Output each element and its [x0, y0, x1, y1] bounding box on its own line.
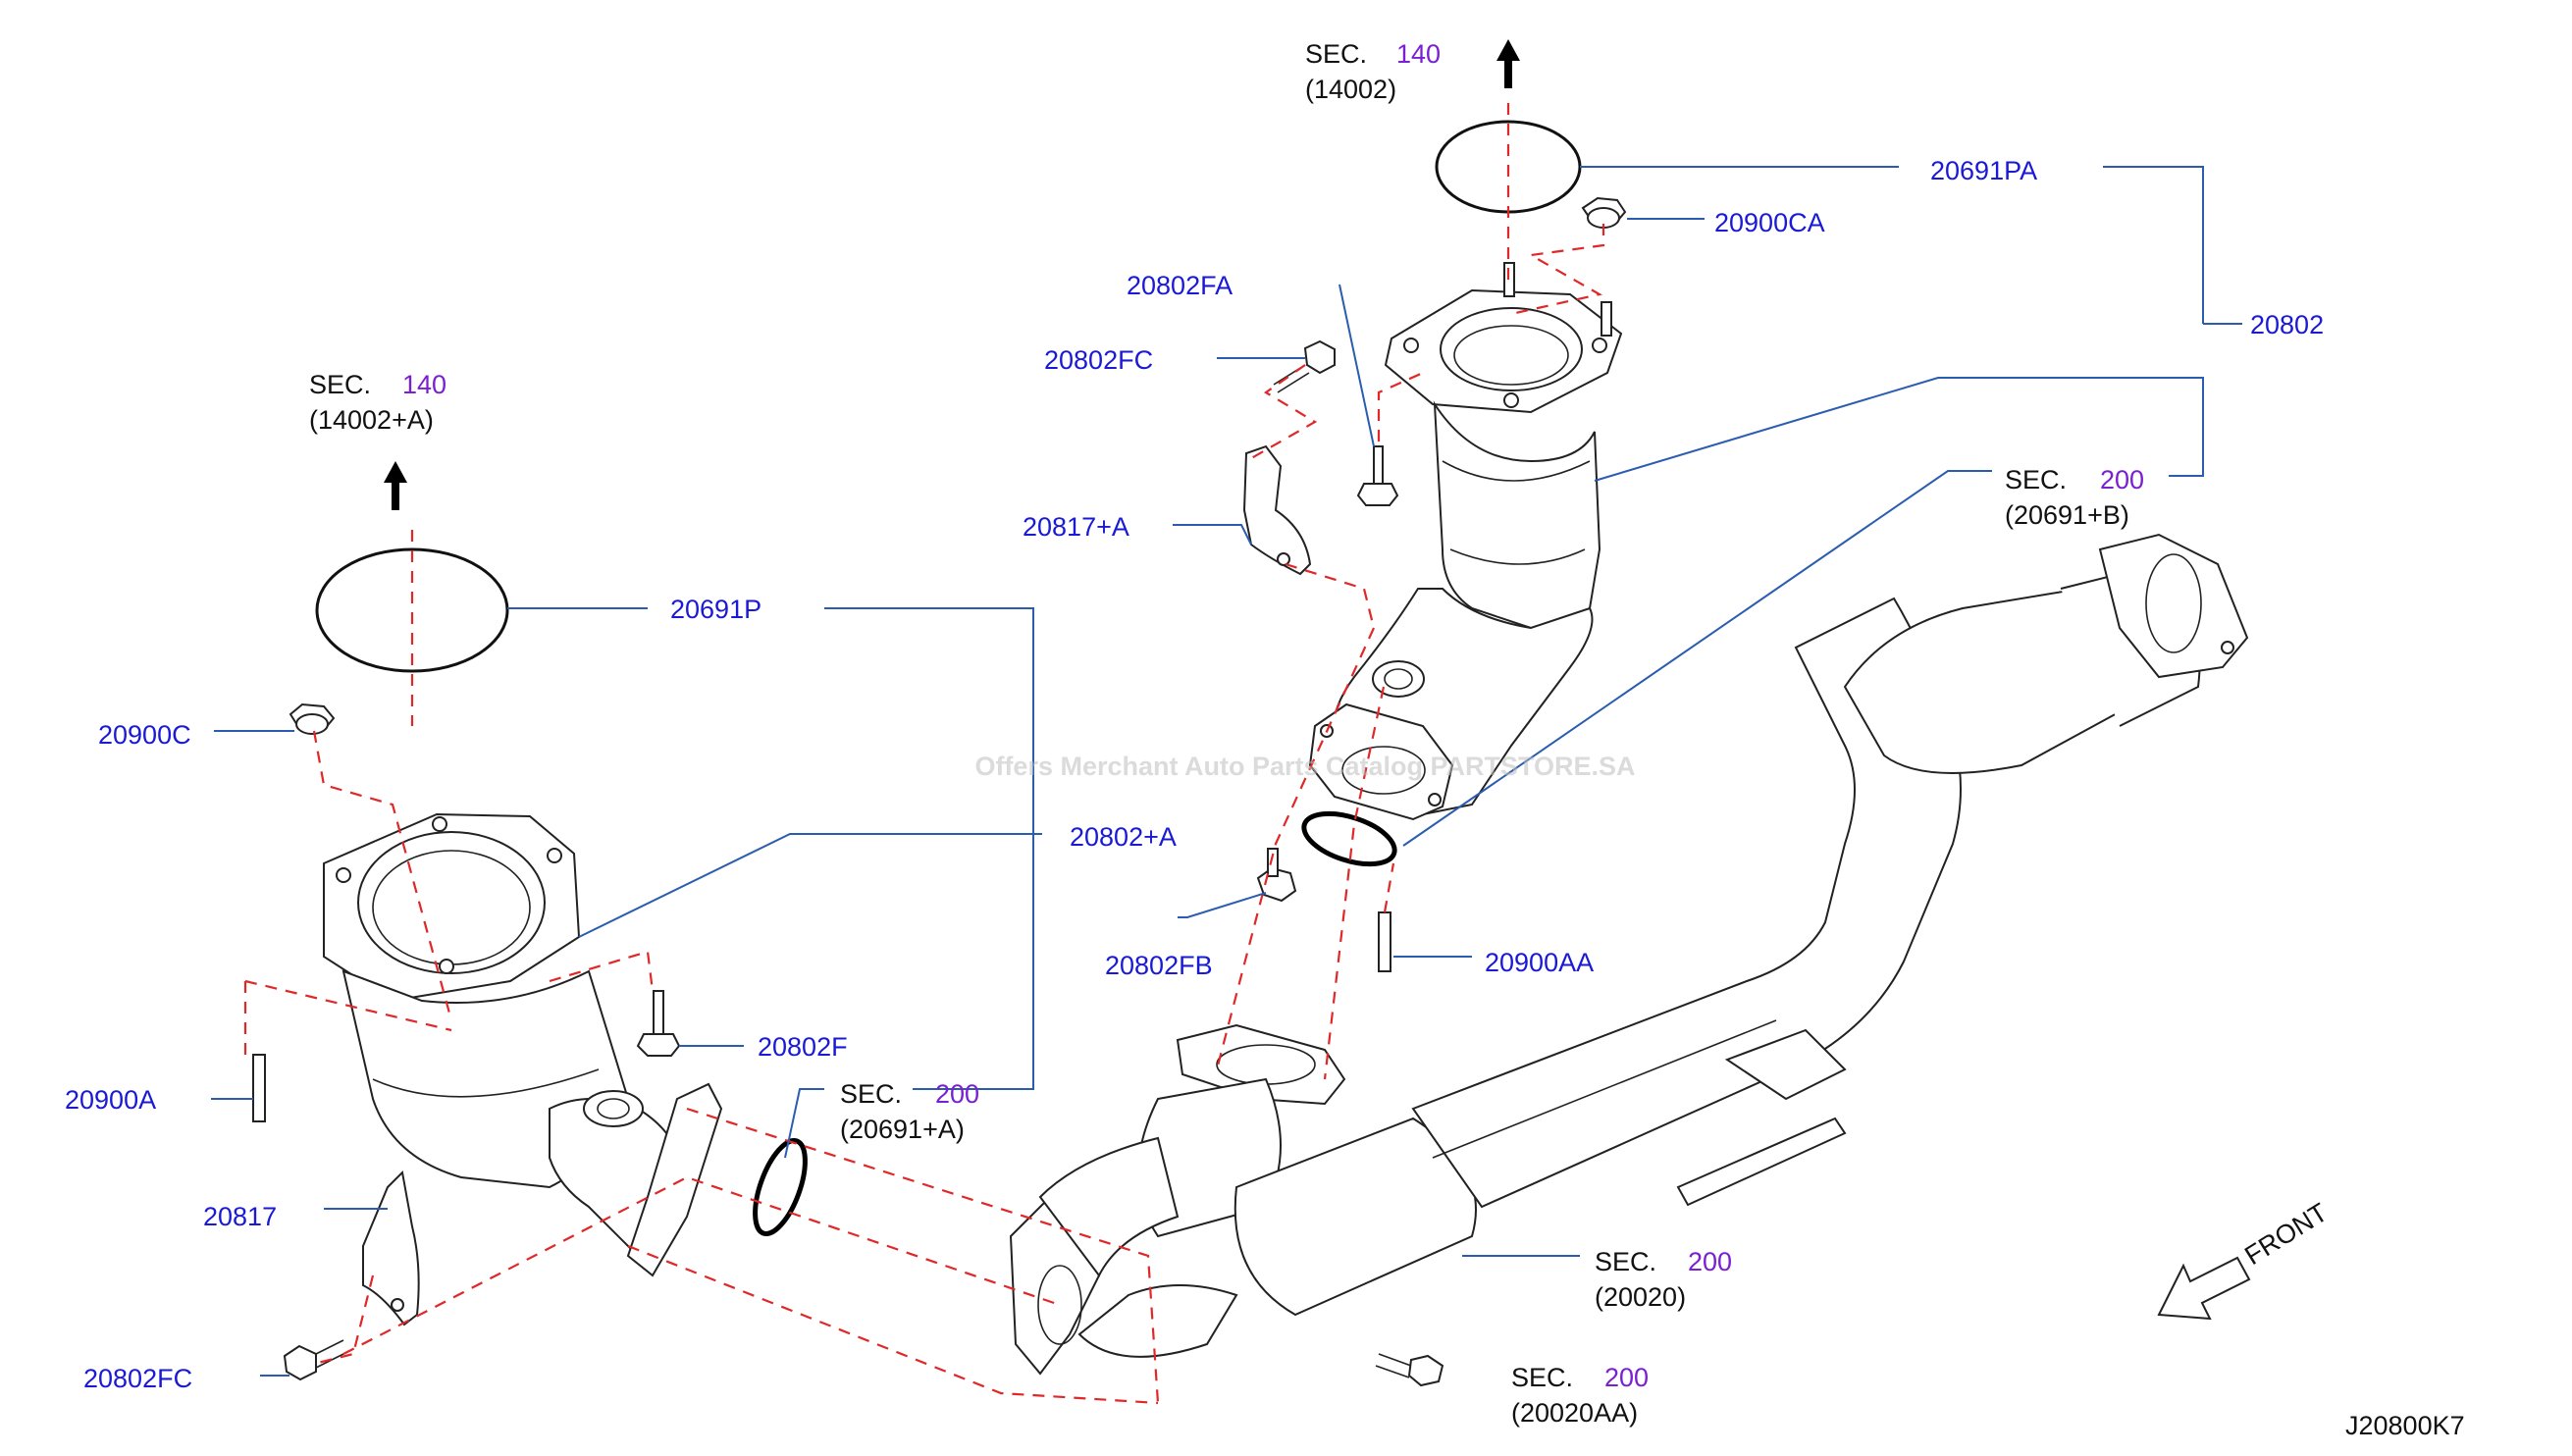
part-20900ca: 20900CA — [1714, 208, 1825, 237]
sec-number: 140 — [402, 370, 446, 399]
part-20802fc-bottom: 20802FC — [83, 1364, 192, 1393]
bracket-20817 — [362, 1170, 420, 1326]
sec-label: SEC. — [309, 370, 371, 399]
sec-label: SEC. — [1511, 1363, 1573, 1392]
left-catalyst-assembly — [252, 547, 808, 1381]
front-arrow-icon — [2157, 1256, 2251, 1321]
left-outlet-flange — [626, 1082, 723, 1277]
center-lines — [243, 103, 1605, 1405]
sec-number: 200 — [935, 1079, 979, 1109]
sec-ref: (20020) — [1595, 1282, 1686, 1312]
sec-number: 140 — [1396, 39, 1441, 69]
sec-ref: (14002+A) — [309, 405, 434, 435]
part-20817: 20817 — [203, 1202, 277, 1231]
sec-ref: (20020AA) — [1511, 1398, 1638, 1428]
bolt-20802fc-bottom — [283, 1339, 344, 1381]
sec-label: SEC. — [2005, 465, 2067, 494]
part-20900aa: 20900AA — [1485, 948, 1594, 977]
oring-20691a — [753, 1138, 808, 1236]
part-20802: 20802 — [2250, 310, 2324, 339]
bolt-20802f — [636, 990, 681, 1057]
oring-20691b — [1301, 810, 1397, 867]
stud-20900aa — [1378, 911, 1391, 972]
watermark-text: Offers Merchant Auto Parts Catalog PARTS… — [974, 752, 1635, 781]
diagram-code: J20800K7 — [2345, 1411, 2465, 1440]
sec-ref: (20691+A) — [840, 1115, 965, 1144]
nut-20900ca — [1581, 196, 1627, 229]
stud-20900a — [252, 1054, 266, 1122]
hanger-bracket — [1724, 1028, 1847, 1101]
front-exhaust-pipe — [1009, 533, 2249, 1387]
part-20802fb: 20802FB — [1105, 951, 1213, 980]
part-20817a: 20817+A — [1023, 512, 1129, 542]
sec-ref: (14002) — [1305, 75, 1396, 104]
upper-catalyst-body — [1433, 400, 1601, 632]
part-20900c: 20900C — [98, 720, 191, 750]
up-arrow-left — [384, 461, 407, 510]
part-20900a: 20900A — [65, 1085, 156, 1115]
upper-catalyst-assembly — [1242, 120, 1627, 972]
part-20691pa: 20691PA — [1930, 156, 2037, 185]
upper-outlet-flange — [1308, 702, 1454, 821]
gasket-ring-20691p — [315, 547, 509, 673]
sec-number: 200 — [1688, 1247, 1732, 1276]
nut-20900c — [289, 702, 336, 735]
bolt-20020aa — [1375, 1353, 1444, 1387]
rear-flange — [2098, 533, 2249, 679]
pipe-flange-upper — [1176, 1023, 1346, 1106]
sec-number: 200 — [2100, 465, 2144, 494]
sec-number: 200 — [1604, 1363, 1649, 1392]
bracket-20817a — [1242, 444, 1312, 576]
part-20802fa: 20802FA — [1127, 271, 1233, 300]
front-label: FRONT — [2239, 1197, 2333, 1271]
bolt-20802fa — [1356, 445, 1399, 506]
labels: SEC. 140 (14002) 20691PA 20900CA 20802FA… — [65, 39, 2465, 1440]
part-20691p: 20691P — [670, 595, 761, 624]
part-20802fc-top: 20802FC — [1044, 345, 1153, 375]
sec-ref: (20691+B) — [2005, 500, 2129, 530]
leader-lines — [211, 166, 2242, 1377]
up-arrow-top — [1496, 39, 1520, 88]
sec-label: SEC. — [1595, 1247, 1656, 1276]
part-20802a: 20802+A — [1070, 822, 1177, 852]
sec-label: SEC. — [840, 1079, 902, 1109]
sec-label: SEC. — [1305, 39, 1367, 69]
part-20802f: 20802F — [758, 1032, 848, 1062]
